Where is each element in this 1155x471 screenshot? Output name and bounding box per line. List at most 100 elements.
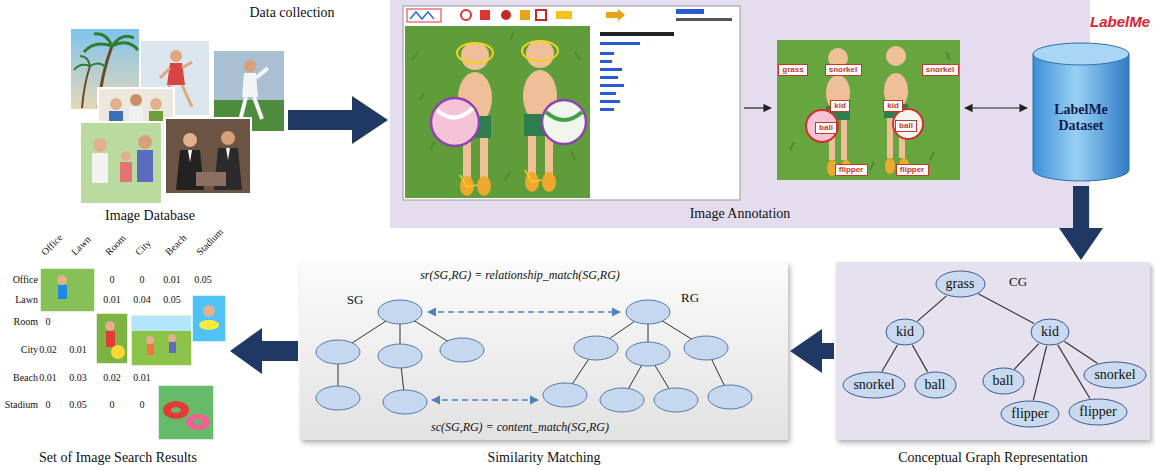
labelme-screenshot-part <box>600 108 614 111</box>
labelme-screenshot-part <box>600 32 674 36</box>
rg-tree-part <box>574 336 618 360</box>
image-database-collage-part <box>120 162 132 182</box>
result-photos-part <box>131 315 192 366</box>
tree-link <box>1065 342 1098 364</box>
labelme-screenshot-part <box>403 6 740 200</box>
graph-name: CG <box>1009 275 1027 290</box>
sg-tree-part <box>378 300 422 324</box>
labelme-screenshot-part <box>407 9 441 22</box>
annotated-image-part <box>893 109 923 139</box>
concept-node: ball <box>982 367 1025 395</box>
annotated-image <box>777 40 960 180</box>
labelme-screenshot-part <box>477 176 491 196</box>
result-photos-part <box>186 414 210 430</box>
concept-node: flipper <box>1000 400 1060 428</box>
annotation-tag: grass <box>778 64 808 76</box>
image-database-collage-part <box>196 172 226 186</box>
result-photos-part <box>111 345 125 359</box>
matrix-cell: 0.05 <box>194 274 212 286</box>
flow-arrow <box>230 328 298 374</box>
image-database-collage-part <box>221 131 235 145</box>
matrix-cell: 0 <box>140 399 145 411</box>
panel-caption: Conceptual Graph Representation <box>898 450 1088 466</box>
labelme-screenshot-part <box>410 12 434 19</box>
flow-arrow <box>1073 186 1089 228</box>
result-photos-part <box>106 331 115 347</box>
image-database-collage-part <box>80 122 162 204</box>
annotated-image-part <box>806 110 838 142</box>
logo-text: LabelMe <box>1090 13 1150 30</box>
labelme-screenshot-part <box>480 10 490 20</box>
matrix-cell: 0.01 <box>163 274 181 286</box>
annotated-image-part <box>777 40 960 180</box>
labelme-screenshot-part <box>600 60 612 63</box>
rg-tree-part <box>543 383 587 407</box>
panel-caption: Image Annotation <box>690 206 791 228</box>
matrix-cell: 0 <box>46 399 51 411</box>
image-database-collage-part <box>226 148 230 160</box>
annotation-tag: ball <box>895 120 917 132</box>
column-header: Room <box>103 233 128 258</box>
labelme-screenshot-part <box>676 9 704 14</box>
result-photos-part <box>169 342 176 353</box>
concept-node: flipper <box>1068 398 1128 426</box>
labelme-screenshot-part <box>600 68 622 71</box>
rg-tree <box>543 300 752 412</box>
labelme-screenshot-part <box>528 134 536 174</box>
tag-text: kid <box>887 102 899 111</box>
image-database-collage-part <box>137 150 153 182</box>
image-database-collage-part <box>74 56 106 70</box>
match-arrow <box>428 311 620 312</box>
labelme-screenshot-part <box>457 43 493 63</box>
sg-tree-part <box>378 344 422 368</box>
image-database-collage-part <box>150 98 162 110</box>
tree-link <box>1058 345 1090 399</box>
matrix-cell: 0.01 <box>133 372 151 384</box>
row-header: City <box>21 344 38 356</box>
image-database-collage-part <box>183 133 197 147</box>
result-photos-part <box>132 316 191 331</box>
image-database-collage-part <box>93 138 107 152</box>
step-caption: Image Database <box>105 208 195 224</box>
image-database-collage-part <box>110 98 122 110</box>
ellipse-shape <box>886 319 924 345</box>
labelme-screenshot-part <box>606 9 625 21</box>
labelme-screenshot-part <box>676 18 732 21</box>
labelme-screenshot-part <box>600 52 614 55</box>
column-header: Lawn <box>69 234 93 258</box>
labelme-screenshot-part <box>460 170 542 187</box>
annotation-tag: flipper <box>835 164 868 176</box>
tree-link <box>918 296 947 321</box>
image-database-collage-part <box>82 66 90 108</box>
result-photos-part <box>203 305 215 317</box>
image-database-collage-part <box>84 34 138 52</box>
labelme-screenshot-part <box>461 10 471 20</box>
concept-label: kid <box>896 324 914 339</box>
image-database-collage-part <box>121 151 131 161</box>
labelme-screenshot-part <box>542 100 586 144</box>
annotation-tag: kid <box>830 100 850 112</box>
matrix-cell: 0.01 <box>103 294 121 306</box>
result-photos-part <box>171 407 181 413</box>
ellipse-shape <box>1069 399 1127 425</box>
labelme-screenshot-part <box>526 40 554 68</box>
sg-tree-part <box>383 390 427 414</box>
column-header: Beach <box>163 232 189 258</box>
tag-text: ball <box>899 122 913 131</box>
result-photos-part <box>96 313 128 364</box>
panel-caption: Similarity Matching <box>487 450 600 466</box>
sync-arrow <box>965 107 1027 108</box>
column-header: City <box>133 238 153 258</box>
ellipse-shape <box>936 271 985 297</box>
cylinder-top <box>1033 43 1129 65</box>
concept-node: snorkel <box>842 371 906 399</box>
labelme-screenshot <box>403 6 740 200</box>
tree-link <box>882 345 897 371</box>
concept-node: kid <box>885 318 925 346</box>
labelme-screenshot-part <box>437 108 473 118</box>
sg-tree-part <box>316 340 360 364</box>
labelme-screenshot-part <box>546 112 582 120</box>
annotated-image-part <box>841 120 847 160</box>
